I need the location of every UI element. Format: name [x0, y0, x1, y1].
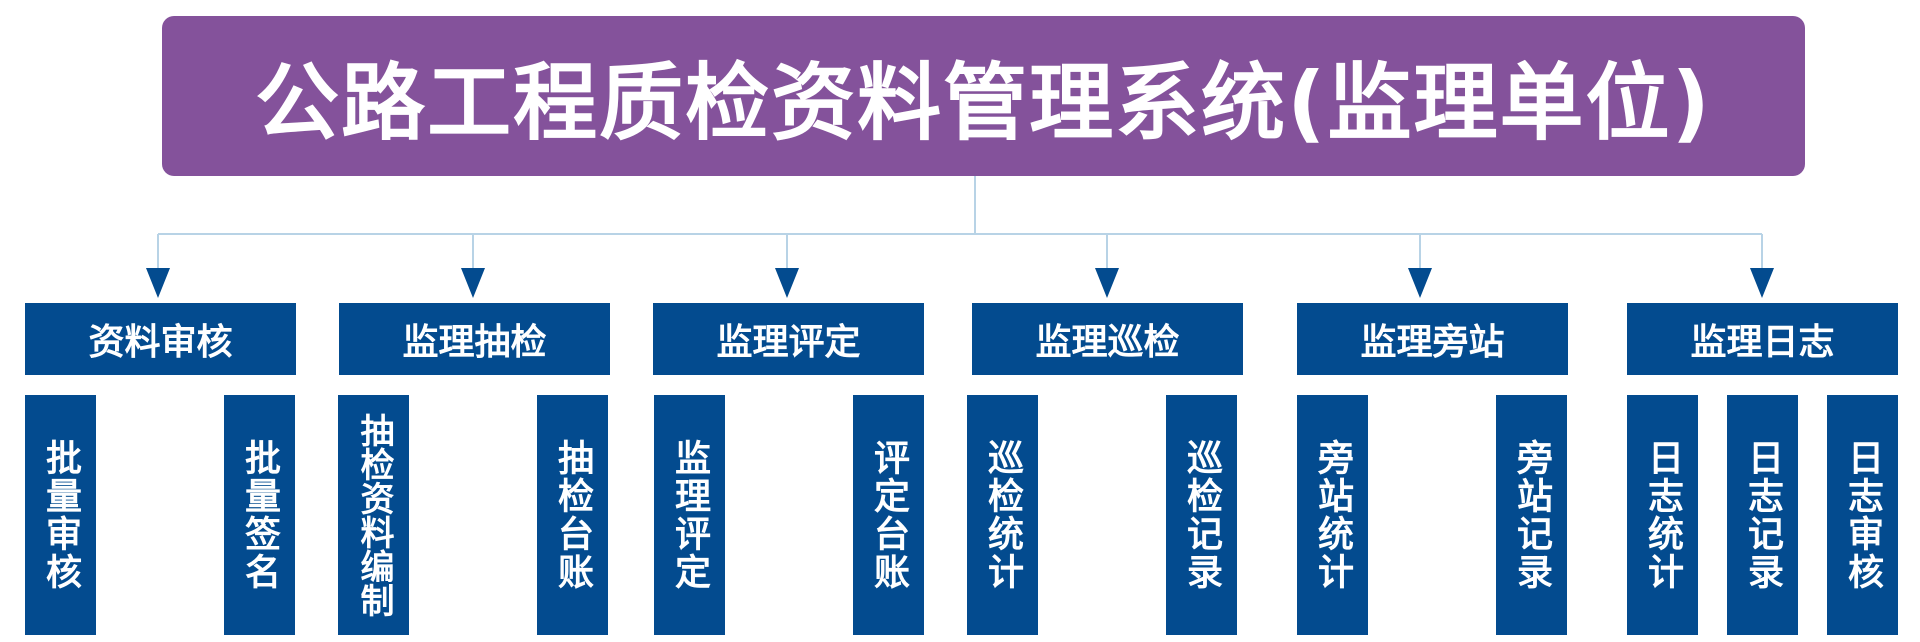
subitem-box-4-0[interactable]: 旁站统计 [1297, 395, 1368, 635]
category-box-5[interactable]: 监理日志 [1627, 303, 1898, 375]
category-box-3[interactable]: 监理巡检 [972, 303, 1243, 375]
subitem-box-3-0[interactable]: 巡检统计 [967, 395, 1038, 635]
system-title-box: 公路工程质检资料管理系统(监理单位) [162, 16, 1805, 176]
arrow-head-3 [1095, 268, 1119, 298]
subitem-box-1-1[interactable]: 抽检台账 [537, 395, 608, 635]
arrow-head-0 [146, 268, 170, 298]
subitem-box-5-2[interactable]: 日志审核 [1827, 395, 1898, 635]
subitem-box-0-1[interactable]: 批量签名 [224, 395, 295, 635]
subitem-box-1-0[interactable]: 抽检资料编制 [338, 395, 409, 635]
category-box-4[interactable]: 监理旁站 [1297, 303, 1568, 375]
branch-arrows [146, 234, 1774, 298]
arrow-head-2 [775, 268, 799, 298]
category-box-2[interactable]: 监理评定 [653, 303, 924, 375]
category-box-1[interactable]: 监理抽检 [339, 303, 610, 375]
subitem-box-3-1[interactable]: 巡检记录 [1166, 395, 1237, 635]
subitem-box-5-1[interactable]: 日志记录 [1727, 395, 1798, 635]
subitem-box-0-0[interactable]: 批量审核 [25, 395, 96, 635]
subitem-box-2-1[interactable]: 评定台账 [853, 395, 924, 635]
subitem-box-5-0[interactable]: 日志统计 [1627, 395, 1698, 635]
arrow-head-1 [461, 268, 485, 298]
arrow-head-5 [1750, 268, 1774, 298]
system-title: 公路工程质检资料管理系统(监理单位) [255, 53, 1712, 152]
subitem-box-2-0[interactable]: 监理评定 [654, 395, 725, 635]
arrow-head-4 [1408, 268, 1432, 298]
subitem-box-4-1[interactable]: 旁站记录 [1496, 395, 1567, 635]
category-box-0[interactable]: 资料审核 [25, 303, 296, 375]
